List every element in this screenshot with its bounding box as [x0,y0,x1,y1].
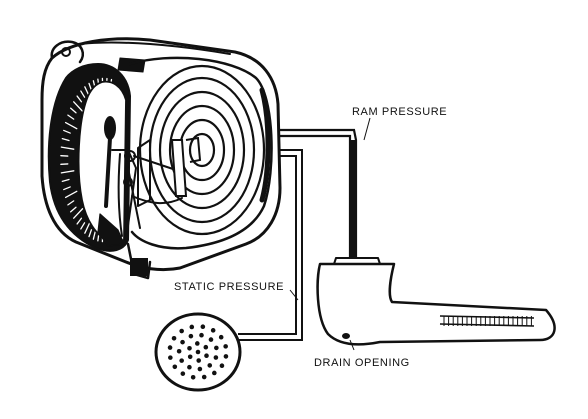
static-port-hole [223,354,229,359]
static-port-hole [200,324,206,330]
dial-tick [73,208,84,219]
dial-tick [60,170,75,174]
static-port-hole [187,354,193,360]
static-port-hole [199,332,204,338]
static-port-hole [180,371,186,376]
pitot-tube-icon [316,257,556,346]
dial-tick [64,190,78,199]
ram-pressure-leader [363,117,371,141]
static-port-hole [197,366,203,372]
dial-tick [63,186,71,191]
static-port-hole [223,344,228,349]
ram-pressure-label: RAM PRESSURE [352,106,447,118]
static-port-hole [189,324,195,330]
dial-tick [88,229,93,238]
dial-tick [61,137,70,142]
static-port-hole [187,345,192,351]
static-port-hole [172,364,178,370]
static-port-hole [195,341,200,346]
static-port-hole [204,353,209,359]
static-port-hole [218,334,224,340]
static-pressure-label: STATIC PRESSURE [174,281,284,293]
static-port-hole [179,358,184,363]
drain-opening-leader [349,339,355,351]
static-port-hole [208,337,214,342]
dial-tick [67,114,75,120]
static-port-hole [190,374,196,380]
dial-tick [76,95,83,103]
pressure-diaphragm-icon [138,64,266,236]
static-port-hole [176,348,182,354]
static-port-hole [168,355,173,360]
static-port-hole [179,328,184,334]
static-port-hole [213,355,219,360]
static-port-hole [214,345,219,351]
dial-tick [64,121,78,130]
dial-tick [63,129,71,134]
static-port-hole [188,333,194,339]
airspeed-indicator-mechanism-icon [40,37,282,280]
dial-tick [67,200,75,206]
dial-tick [92,231,96,240]
dial-tick [73,101,84,112]
dial-tick [60,146,75,150]
static-port-hole [212,370,217,376]
dial-tick [69,206,77,213]
static-port-hole [210,328,216,333]
dial-tick [61,178,70,183]
static-port-hole [196,358,201,363]
tubing-lines [238,128,358,341]
static-port-hole [201,374,207,380]
static-port-hole [203,344,209,350]
dial-tick [80,222,86,230]
static-pressure-leader [289,289,299,301]
static-port-hole [187,364,192,370]
static-port-hole [207,363,213,368]
static-port-hole [180,339,185,345]
dial-tick [76,217,83,225]
dial-tick [80,90,86,98]
dial-tick [88,82,93,91]
static-port-icon [154,312,242,392]
dial-tick [69,107,77,114]
drain-opening-label: DRAIN OPENING [314,357,410,369]
static-port-hole [195,349,201,355]
static-port-hole [167,345,173,350]
static-port-hole [219,363,225,369]
static-port-hole [171,335,177,341]
